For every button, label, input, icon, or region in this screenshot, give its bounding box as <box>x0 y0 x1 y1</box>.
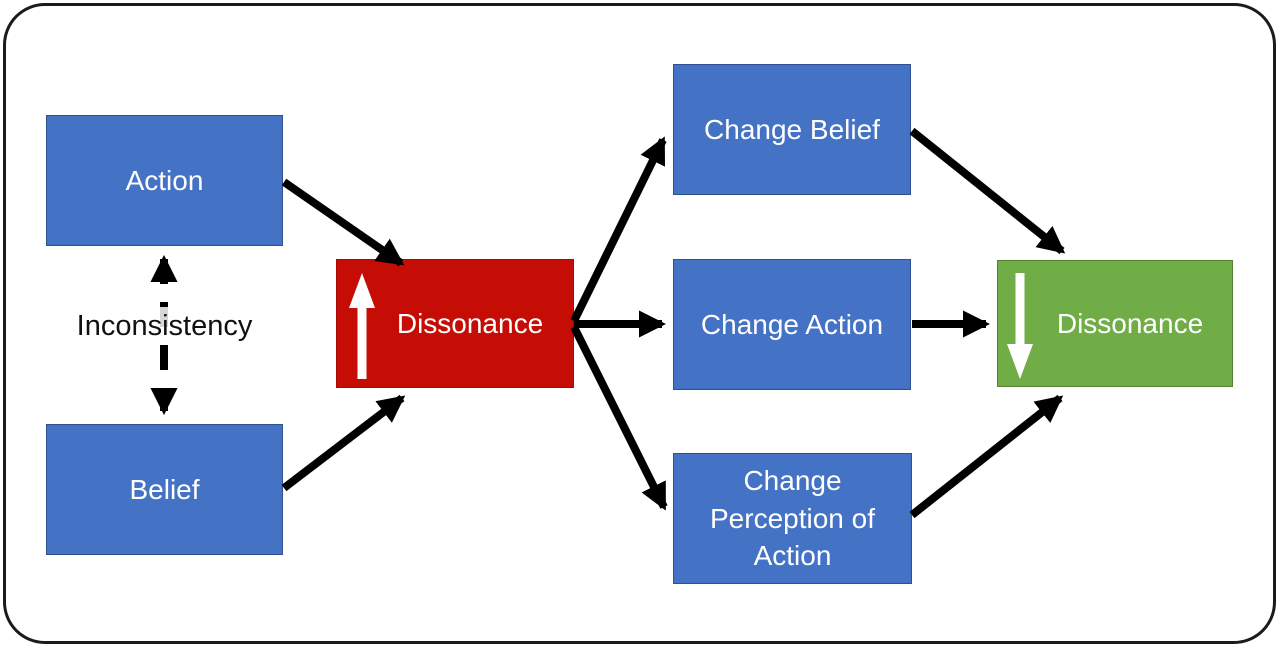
node-dissonance-decrease-label: Dissonance <box>1056 307 1204 339</box>
node-belief-label: Belief <box>129 473 200 505</box>
inconsistency-label-text: Inconsistency <box>76 309 253 342</box>
node-action: Action <box>46 115 283 246</box>
node-dissonance-increase-label: Dissonance <box>396 307 544 339</box>
node-change-action: Change Action <box>673 259 911 390</box>
node-change-perception-of-action-label: Change Perception of Action <box>710 464 875 572</box>
node-action-label: Action <box>125 164 204 196</box>
up-arrow-icon <box>349 273 375 379</box>
node-dissonance-increase: Dissonance <box>336 259 574 388</box>
node-change-belief-label: Change Belief <box>704 113 880 145</box>
down-arrow-icon <box>1007 273 1033 379</box>
inconsistency-label: Inconsistency <box>46 307 283 345</box>
node-change-perception-of-action: Change Perception of Action <box>673 453 912 584</box>
node-change-action-label: Change Action <box>700 308 884 340</box>
node-change-belief: Change Belief <box>673 64 911 195</box>
node-belief: Belief <box>46 424 283 555</box>
node-dissonance-decrease: Dissonance <box>997 260 1233 387</box>
